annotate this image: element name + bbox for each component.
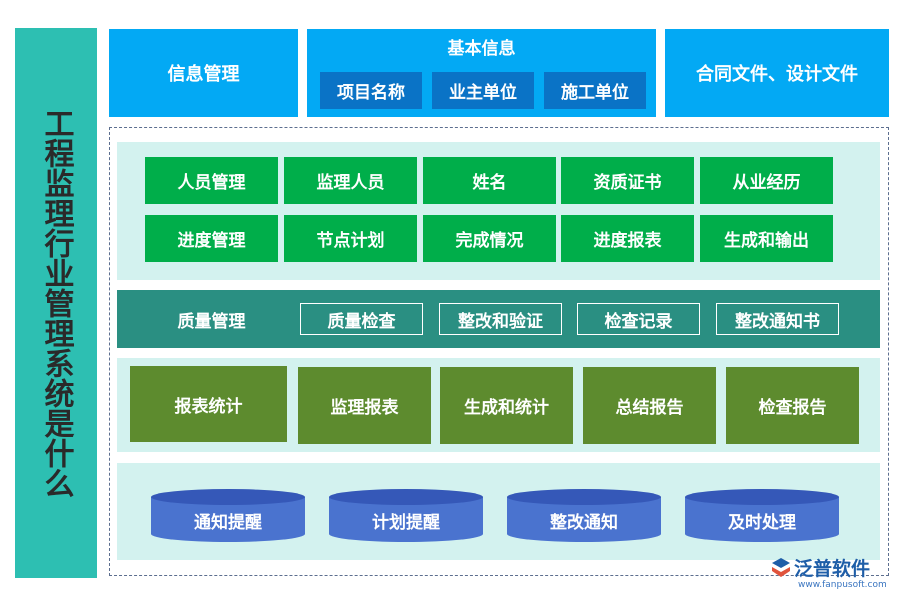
info-management-block: 信息管理 — [109, 29, 298, 117]
timely-handling-label: 及时处理 — [728, 512, 796, 533]
project-name-chip: 项目名称 — [320, 72, 422, 109]
quality-management-row — [117, 290, 880, 348]
rectify-verify-box: 整改和验证 — [439, 303, 562, 335]
personnel-management-box: 人员管理 — [145, 157, 278, 204]
basic-info-block: 基本信息 项目名称 业主单位 施工单位 — [307, 29, 656, 117]
cylinder-shape — [685, 489, 839, 542]
side-title-bar: 工程监理行业管理系统是什么 — [15, 28, 97, 578]
inspection-report-box: 检查报告 — [726, 367, 859, 444]
contract-design-block: 合同文件、设计文件 — [665, 29, 889, 117]
notice-reminder-label: 通知提醒 — [194, 512, 262, 533]
work-experience-box: 从业经历 — [700, 157, 833, 204]
rectify-notice-label: 整改通知 — [550, 512, 618, 533]
cylinder-shape — [329, 489, 483, 542]
brand-name: 泛普软件 — [794, 558, 871, 580]
info-management-label: 信息管理 — [167, 64, 240, 85]
progress-report-box: 进度报表 — [561, 215, 694, 262]
report-statistics-box: 报表统计 — [130, 366, 287, 442]
contract-design-label: 合同文件、设计文件 — [696, 64, 858, 85]
supervision-report-box: 监理报表 — [298, 367, 431, 444]
rectify-notice-box: 整改通知书 — [716, 303, 839, 335]
owner-unit-chip: 业主单位 — [432, 72, 534, 109]
brand-icon — [772, 558, 790, 577]
summary-report-box: 总结报告 — [583, 367, 716, 444]
cylinder-shape — [151, 489, 305, 542]
construction-unit-chip: 施工单位 — [544, 72, 646, 109]
generate-statistics-box: 生成和统计 — [440, 367, 573, 444]
side-title: 工程监理行业管理系统是什么 — [38, 108, 74, 498]
rectify-notice-cylinder: 整改通知 — [506, 488, 662, 543]
cylinder-shape — [507, 489, 661, 542]
timely-handling-cylinder: 及时处理 — [684, 488, 840, 543]
brand-url: www.fanpusoft.com — [798, 580, 887, 590]
completion-status-box: 完成情况 — [423, 215, 556, 262]
progress-management-box: 进度管理 — [145, 215, 278, 262]
milestone-plan-box: 节点计划 — [284, 215, 417, 262]
brand-logo: 泛普软件 www.fanpusoft.com — [768, 553, 890, 595]
supervisor-staff-box: 监理人员 — [284, 157, 417, 204]
basic-info-title: 基本信息 — [447, 38, 516, 59]
modules-frame — [109, 127, 889, 576]
quality-management-label: 质量管理 — [177, 311, 246, 332]
name-box: 姓名 — [423, 157, 556, 204]
inspection-record-box: 检查记录 — [577, 303, 700, 335]
generate-output-box: 生成和输出 — [700, 215, 833, 262]
quality-inspection-box: 质量检查 — [300, 303, 423, 335]
notice-reminder-cylinder: 通知提醒 — [150, 488, 306, 543]
qualification-box: 资质证书 — [561, 157, 694, 204]
plan-reminder-label: 计划提醒 — [372, 512, 440, 533]
plan-reminder-cylinder: 计划提醒 — [328, 488, 484, 543]
